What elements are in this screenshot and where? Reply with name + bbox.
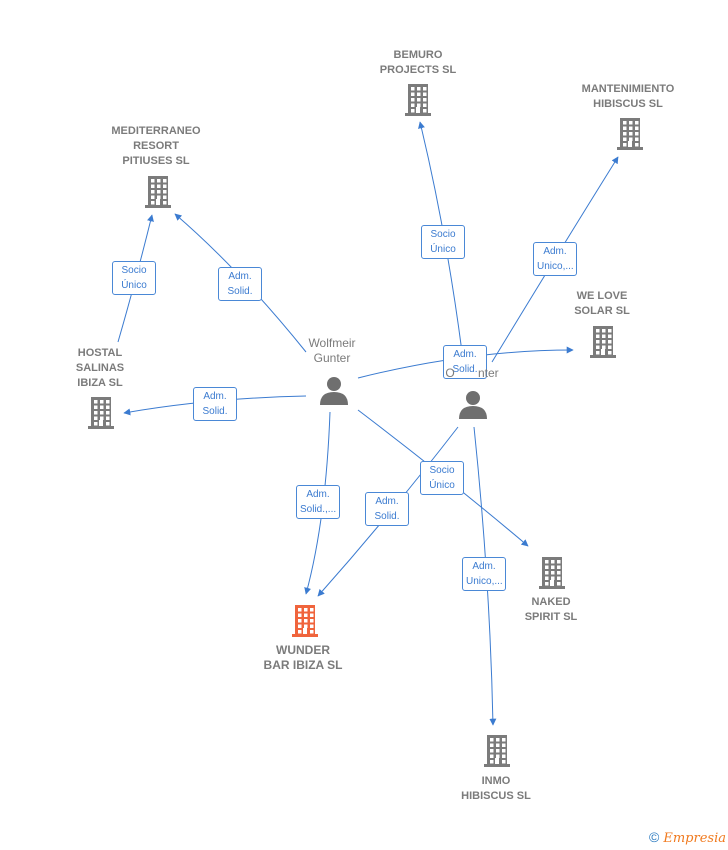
edge-label-other-bemuro[interactable]: Socio Único — [421, 225, 465, 259]
building-icon-hostal[interactable] — [88, 397, 114, 429]
edge-label-other-wunder[interactable]: Adm. Solid. — [365, 492, 409, 526]
building-icon-mantenimiento[interactable] — [617, 118, 643, 150]
edge-label-wolfmeir-mediterraneo[interactable]: Adm. Solid. — [218, 267, 262, 301]
node-label-inmo: INMO HIBISCUS SL — [461, 775, 531, 802]
building-icon-inmo[interactable] — [484, 735, 510, 767]
edge-label-other-inmo[interactable]: Adm. Unico,... — [462, 557, 506, 591]
building-icon-mediterraneo[interactable] — [145, 176, 171, 208]
person-icon-wolfmeir[interactable] — [320, 377, 348, 405]
nodes-layer — [88, 84, 643, 767]
node-label-welove: WE LOVE SOLAR SL — [574, 290, 630, 317]
building-icon-bemuro[interactable] — [405, 84, 431, 116]
building-icon-wunder[interactable] — [292, 605, 318, 637]
building-icon-naked[interactable] — [539, 557, 565, 589]
node-label-hostal: HOSTAL SALINAS IBIZA SL — [75, 347, 125, 389]
node-label-wunder: WUNDER BAR IBIZA SL — [263, 643, 343, 672]
edge-label-other-mantenimiento[interactable]: Adm. Unico,... — [533, 242, 577, 276]
footer: ©Empresia — [649, 829, 726, 846]
copyright-icon: © — [649, 829, 660, 845]
node-label-naked: NAKED SPIRIT SL — [524, 596, 578, 623]
node-label-wolfmeir: Wolfmeir Gunter — [308, 336, 356, 365]
node-label-mediterraneo: MEDITERRANEO RESORT PITIUSES SL — [111, 125, 201, 167]
person-icon-other[interactable] — [459, 391, 487, 419]
edge-label-wolfmeir-welove[interactable]: Adm. Solid. — [443, 345, 487, 379]
edge-label-wolfmeir-wunder[interactable]: Adm. Solid.,... — [296, 485, 340, 519]
edges-layer — [117, 121, 619, 726]
edge-label-hostal-mediterraneo[interactable]: Socio Único — [112, 261, 156, 295]
node-label-mantenimiento: MANTENIMIENTO HIBISCUS SL — [581, 83, 675, 110]
edge-label-wolfmeir-naked[interactable]: Socio Único — [420, 461, 464, 495]
edge-label-wolfmeir-hostal[interactable]: Adm. Solid. — [193, 387, 237, 421]
node-label-other: O nter — [445, 366, 499, 380]
brand-logo: Empresia — [663, 831, 726, 846]
building-icon-welove[interactable] — [590, 326, 616, 358]
node-label-bemuro: BEMURO PROJECTS SL — [379, 49, 457, 76]
